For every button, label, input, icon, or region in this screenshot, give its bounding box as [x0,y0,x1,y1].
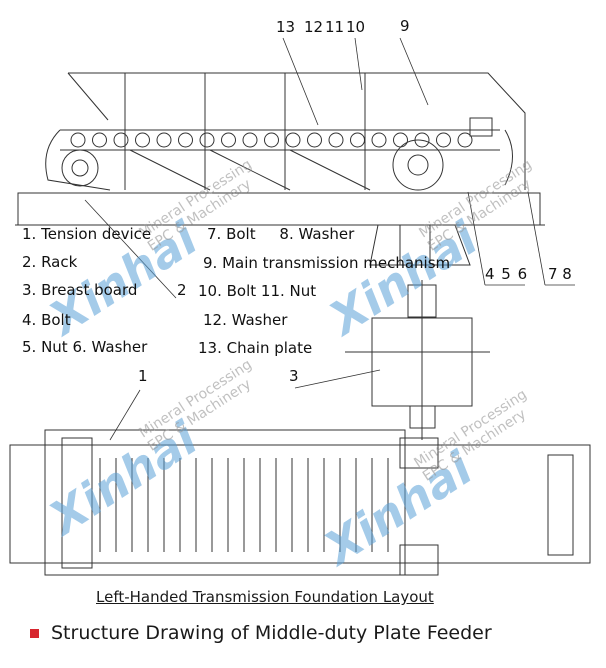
callout-7-8: 7 8 [548,265,572,283]
chain-roller [242,132,258,148]
legend-item: 13. Chain plate [198,339,313,357]
leader-lines [84,37,575,441]
legend-item: 1. Tension device [22,225,152,243]
callout-10: 10 [346,18,366,36]
chain-roller [457,132,473,148]
layout-caption: Left-Handed Transmission Foundation Layo… [96,588,434,606]
callout-4-5-6: 4 5 6 [485,265,528,283]
callout-11: 11 [325,18,345,36]
figure-title: Structure Drawing of Middle-duty Plate F… [30,622,492,644]
legend-item: 2. Rack [22,253,78,271]
legend-item: 7. Bolt 8. Washer [207,225,355,243]
callout-9: 9 [400,17,410,35]
legend-item: 10. Bolt 11. Nut [198,282,317,300]
callout-3: 3 [289,367,299,385]
callout-12: 12 [304,18,324,36]
legend-item: 9. Main transmission mechanism [203,254,451,272]
chain-roller [113,132,129,148]
chain-roller [307,132,322,148]
chain-roller [328,132,344,148]
chain-roller [264,132,279,148]
bullet-square-icon [30,628,39,638]
chain-roller [92,132,107,148]
chain-roller [199,132,215,148]
chain-roller [135,132,150,148]
drive-motor [345,280,490,440]
callout-1: 1 [138,367,148,385]
legend-item: 5. Nut 6. Washer [22,338,148,356]
side-elevation [15,72,545,266]
plan-view [9,429,591,576]
chain-roller [285,132,301,148]
chain-roller [393,132,408,148]
figure-title-text: Structure Drawing of Middle-duty Plate F… [51,622,492,644]
callout-2: 2 [177,281,187,299]
chain-roller [178,132,193,148]
chain-roller [371,132,387,148]
chain-roller [221,132,236,148]
chain-roller [436,132,451,148]
chain-roller [156,132,172,148]
legend-item: 12. Washer [203,311,288,329]
legend-item: 4. Bolt [22,311,71,329]
chain-roller [350,132,365,148]
legend-item: 3. Breast board [22,281,138,299]
callout-13: 13 [276,18,296,36]
chain-roller [70,132,86,148]
